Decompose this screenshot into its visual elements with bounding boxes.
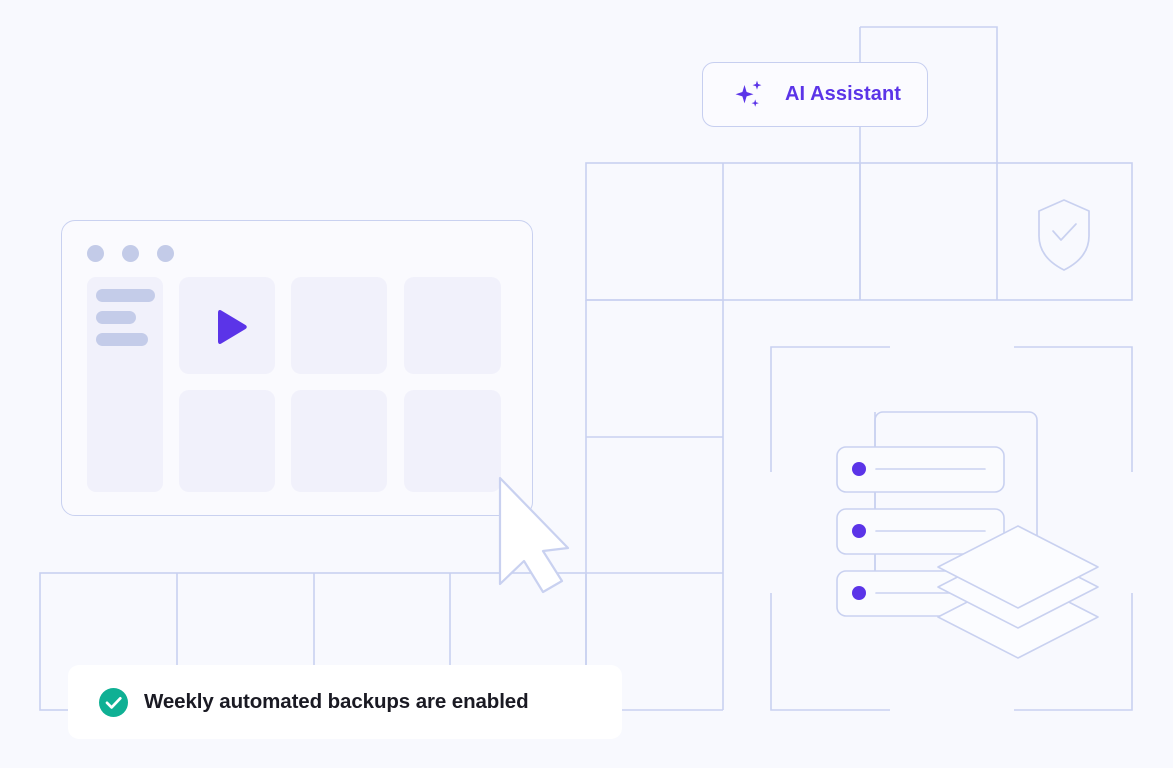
content-tile[interactable] <box>291 390 387 492</box>
server-led-3 <box>852 586 866 600</box>
content-tile[interactable] <box>404 390 501 492</box>
bracket-top-left <box>770 346 890 472</box>
backup-status-message: Weekly automated backups are enabled <box>144 690 529 713</box>
server-unit-1 <box>836 446 1005 493</box>
server-unit-2 <box>836 508 1005 555</box>
app-sidebar <box>87 277 163 492</box>
sidebar-placeholder-line <box>96 333 148 346</box>
bracket-bottom-right <box>1014 593 1133 711</box>
layers-icon <box>937 525 1099 659</box>
sparkle-icon <box>735 80 762 107</box>
bracket-bottom-left <box>770 593 890 711</box>
traffic-light-dot <box>122 245 139 262</box>
ai-assistant-label: AI Assistant <box>785 83 902 105</box>
content-tile[interactable] <box>179 390 275 492</box>
window-traffic-lights <box>87 245 174 262</box>
layer-top <box>937 525 1099 609</box>
content-tile[interactable] <box>291 277 387 374</box>
backup-status-toast: Weekly automated backups are enabled <box>68 665 622 739</box>
play-icon[interactable] <box>214 308 250 346</box>
grid-top-box <box>860 26 998 163</box>
sidebar-placeholder-line <box>96 289 155 302</box>
server-led-2 <box>852 524 866 538</box>
ai-assistant-badge[interactable]: AI Assistant <box>702 62 928 127</box>
circle-check-icon <box>99 687 128 717</box>
traffic-light-dot <box>87 245 104 262</box>
content-tile[interactable] <box>404 277 501 374</box>
app-window-mock <box>61 220 533 516</box>
sidebar-placeholder-line <box>96 311 136 324</box>
bracket-top-right <box>1014 346 1133 472</box>
grid-band-upper <box>585 162 1133 301</box>
traffic-light-dot <box>157 245 174 262</box>
server-led-1 <box>852 462 866 476</box>
